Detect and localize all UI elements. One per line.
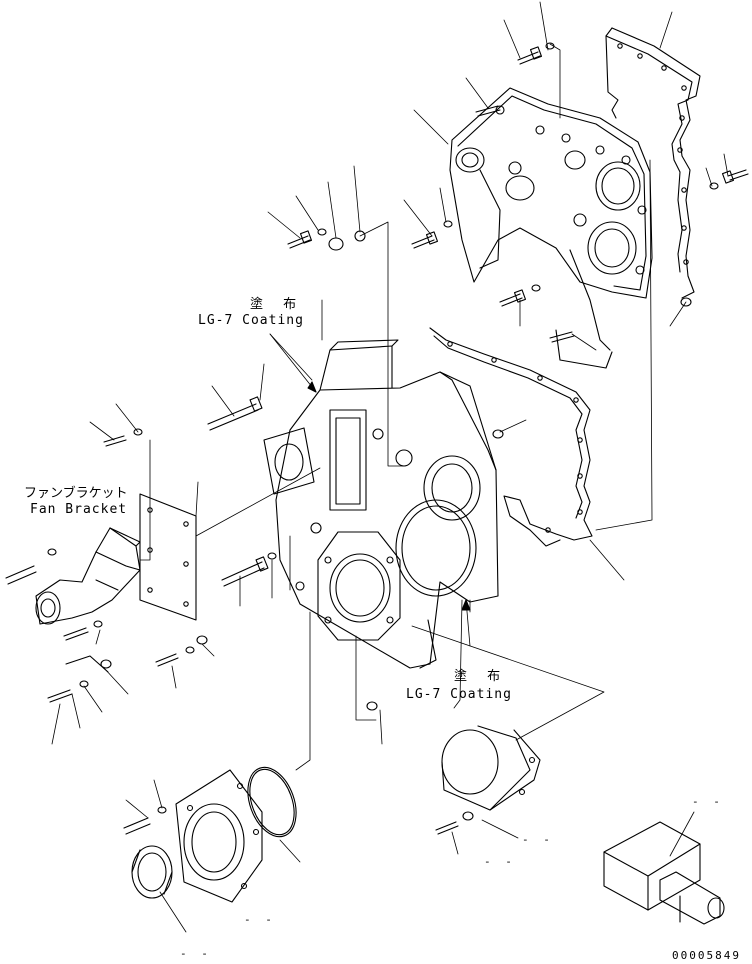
front-seal bbox=[131, 845, 173, 899]
coating-label-bottom-en: LG-7 Coating bbox=[406, 687, 512, 702]
retainer-part-mark: - - bbox=[244, 913, 276, 926]
leader-lines bbox=[51, 1, 729, 933]
upper-gasket bbox=[605, 27, 701, 299]
bolts-and-washers bbox=[5, 42, 749, 835]
inspection-cap bbox=[441, 725, 541, 811]
seal-retainer bbox=[175, 769, 263, 903]
coating-label-top-en: LG-7 Coating bbox=[198, 313, 304, 328]
cap-part-mark: - - bbox=[522, 833, 554, 846]
fan-bracket-label-jp: ファンブラケット bbox=[24, 486, 128, 501]
fan-bracket bbox=[35, 527, 141, 625]
coating-label-top-jp: 塗 布 bbox=[250, 297, 305, 312]
upper-gear-cover bbox=[449, 87, 653, 369]
fan-bracket-gasket bbox=[139, 493, 197, 621]
coating-arrow-top bbox=[269, 333, 317, 393]
installation-tool bbox=[603, 821, 725, 925]
document-number: 00005849 bbox=[672, 949, 741, 962]
o-ring bbox=[247, 766, 297, 838]
tool-part-mark: - - bbox=[692, 795, 724, 808]
coating-label-bottom-jp: 塗 布 bbox=[454, 669, 509, 684]
coating-arrow-bottom bbox=[461, 599, 471, 647]
seal-part-mark: - - bbox=[180, 947, 212, 960]
outlet-gasket bbox=[263, 427, 315, 495]
front-cover-gasket bbox=[429, 327, 593, 547]
fan-bracket-label-en: Fan Bracket bbox=[30, 502, 128, 517]
bolt-part-mark: - - bbox=[484, 855, 516, 868]
